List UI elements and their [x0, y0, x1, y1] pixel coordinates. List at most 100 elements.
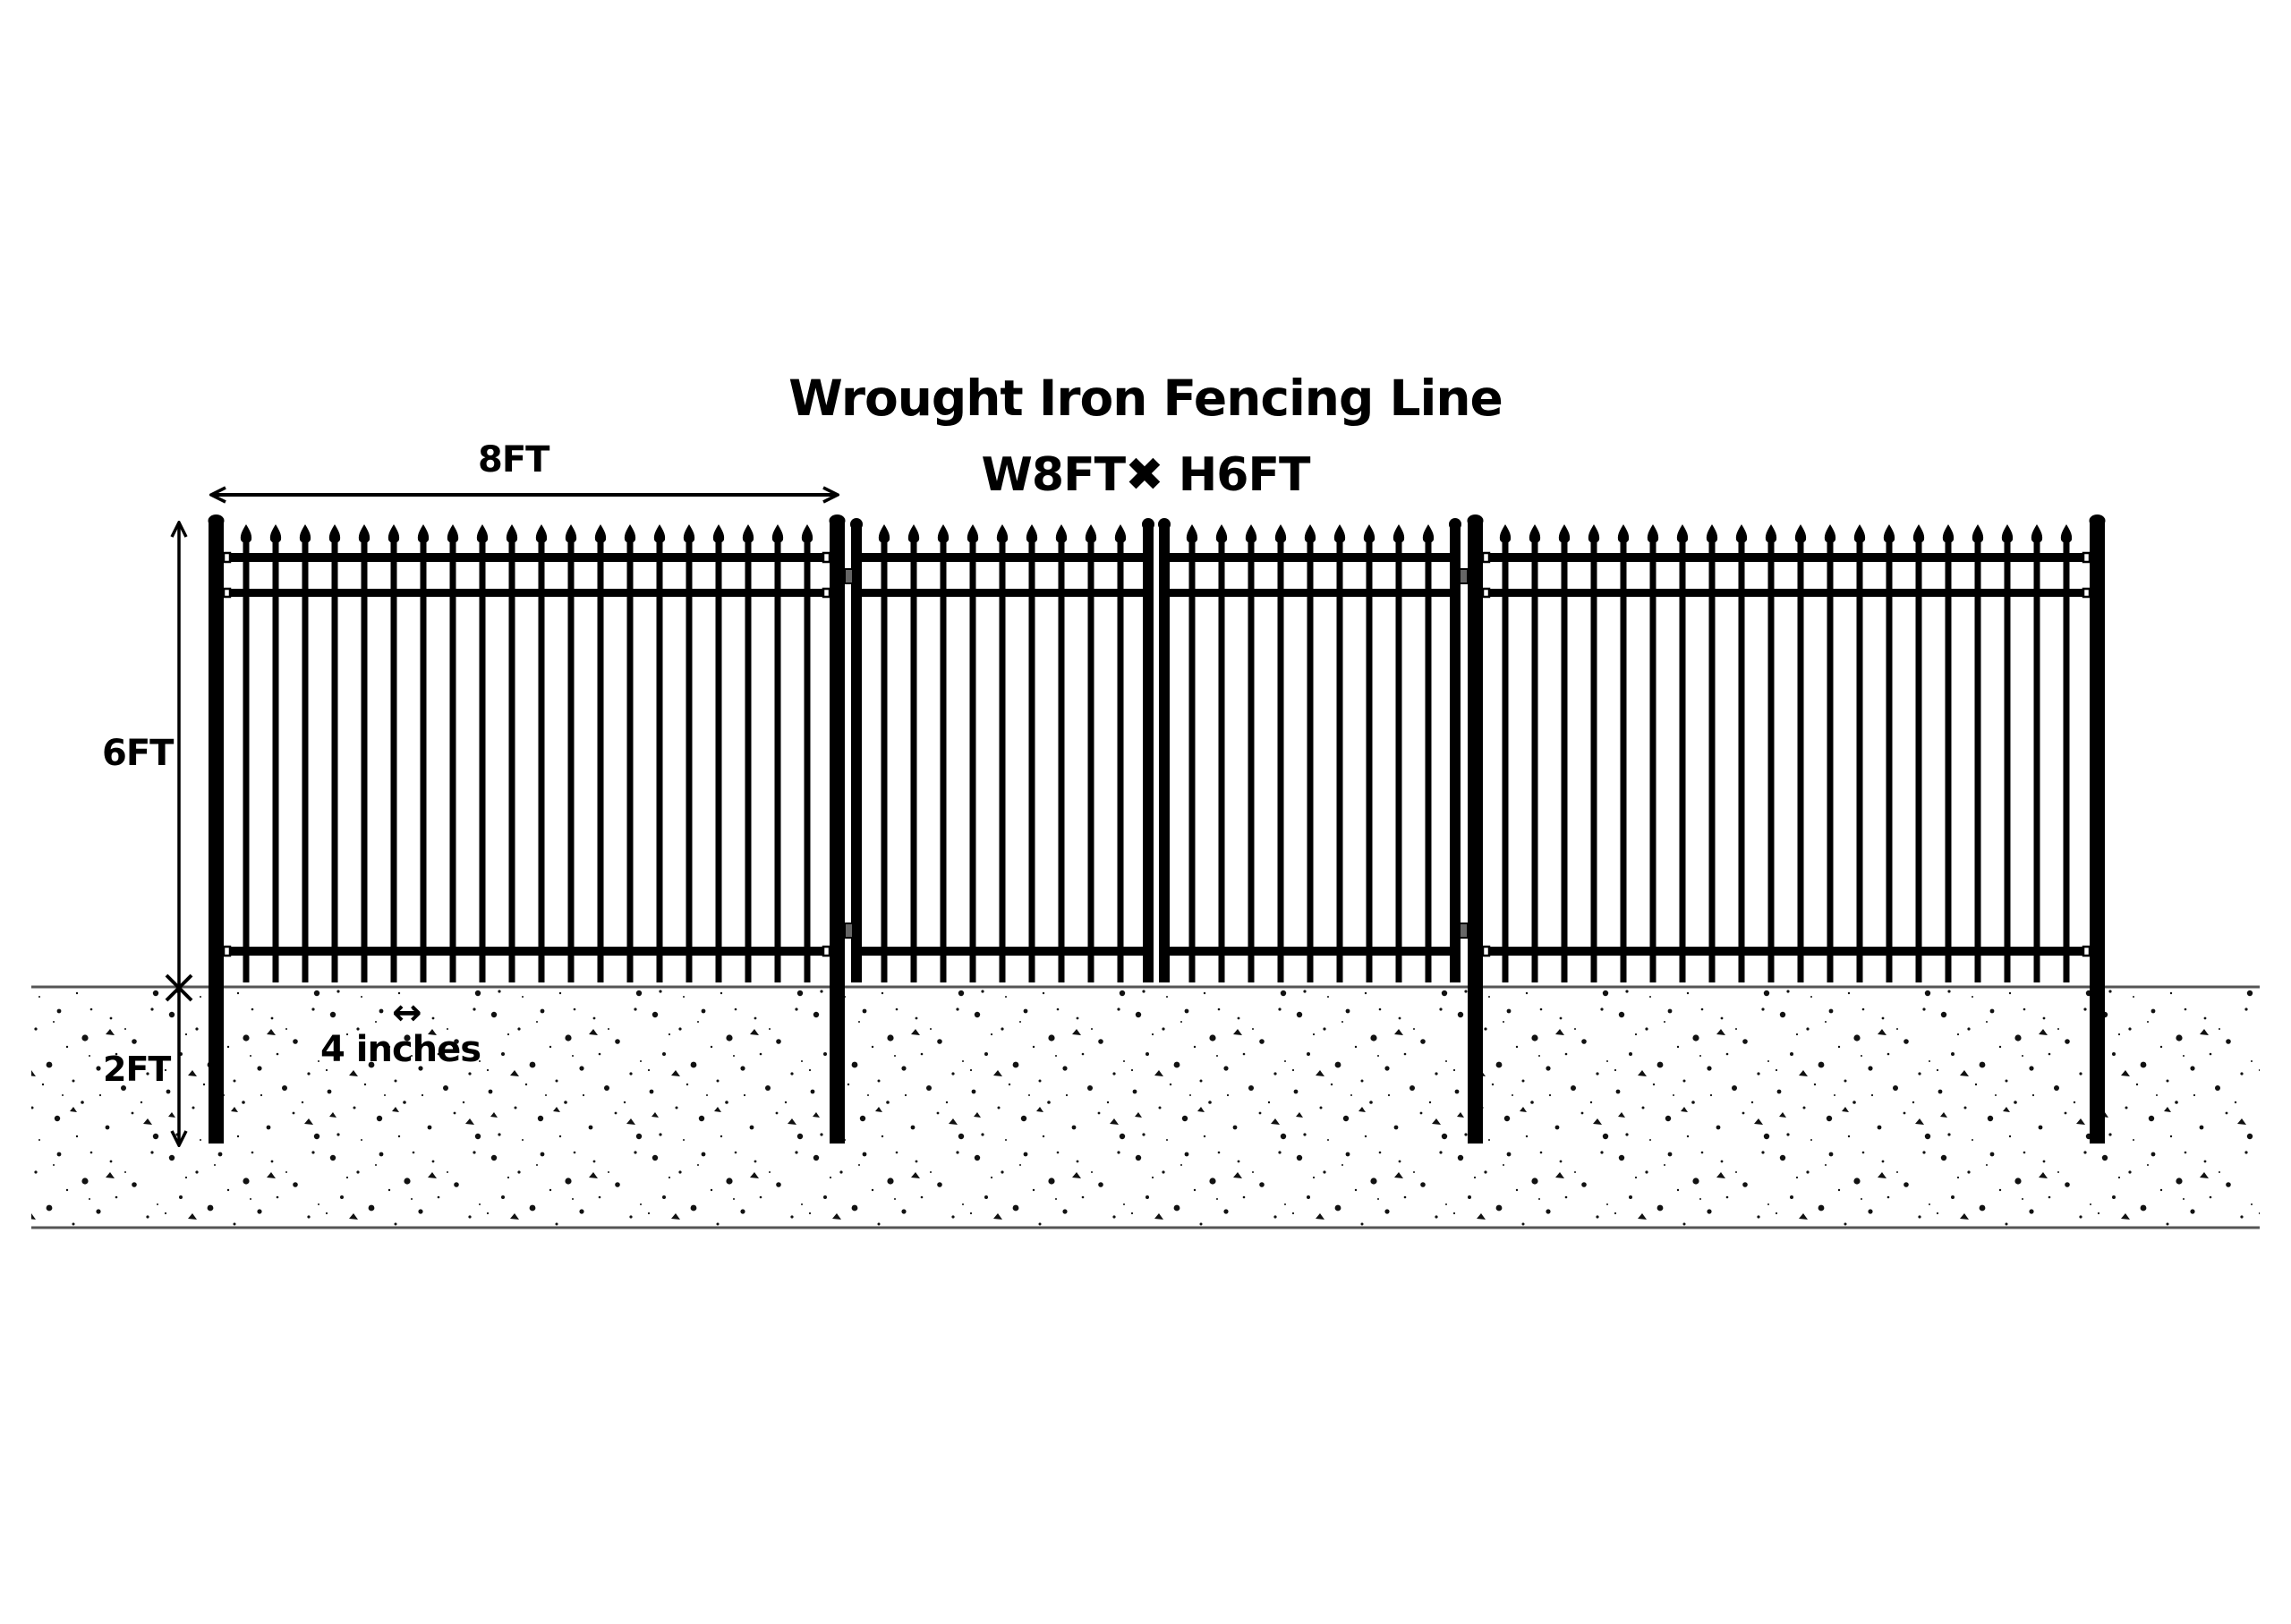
picket: [1886, 537, 1893, 982]
picket-spear-tip: [653, 524, 666, 543]
picket-spear-tip: [1422, 524, 1435, 543]
post-depth-label: 2FT: [103, 1050, 171, 1089]
picket: [2004, 537, 2011, 982]
picket: [1117, 537, 1124, 982]
picket-spear-tip: [624, 524, 636, 543]
picket: [686, 537, 693, 982]
picket-spear-tip: [1617, 524, 1630, 543]
picket-spear-tip: [1735, 524, 1748, 543]
picket: [361, 537, 368, 982]
picket-spear-tip: [1026, 524, 1038, 543]
picket-spear-tip: [240, 524, 252, 543]
picket-spear-tip: [506, 524, 518, 543]
picket-spear-tip: [1765, 524, 1777, 543]
picket: [1797, 537, 1804, 982]
picket: [331, 537, 338, 982]
post-1: [209, 521, 224, 1144]
picket-spear-tip: [328, 524, 341, 543]
picket: [804, 537, 811, 982]
pickets: [240, 524, 2073, 982]
diagram-title: Wrought Iron Fencing Line: [788, 370, 1503, 427]
picket: [774, 537, 781, 982]
picket-spear-tip: [1499, 524, 1512, 543]
picket-spear-tip: [2001, 524, 2014, 543]
picket: [1277, 537, 1284, 982]
picket-spear-tip: [683, 524, 695, 543]
picket-spear-tip: [1304, 524, 1316, 543]
picket-spear-tip: [1647, 524, 1659, 543]
picket-spear-tip: [1333, 524, 1346, 543]
picket: [449, 537, 456, 982]
picket: [1590, 537, 1597, 982]
height-label: 6FT: [102, 733, 174, 774]
picket-spear-tip: [535, 524, 548, 543]
picket: [1679, 537, 1686, 982]
picket-spear-tip: [1274, 524, 1287, 543]
gate-frames: [850, 518, 1461, 982]
picket-spear-tip: [1912, 524, 1925, 543]
picket: [1738, 537, 1745, 982]
picket-spear-tip: [771, 524, 784, 543]
picket-spear-tip: [1186, 524, 1198, 543]
picket: [567, 537, 575, 982]
picket-spear-tip: [1706, 524, 1718, 543]
picket: [1531, 537, 1538, 982]
picket-spear-tip: [2031, 524, 2043, 543]
picket: [1649, 537, 1657, 982]
picket-spear-tip: [1055, 524, 1068, 543]
picket: [2063, 537, 2070, 982]
picket: [2033, 537, 2040, 982]
picket: [597, 537, 604, 982]
picket: [1945, 537, 1952, 982]
picket: [1058, 537, 1065, 982]
picket-spear-tip: [476, 524, 489, 543]
picket: [272, 537, 279, 982]
picket: [1218, 537, 1225, 982]
picket-spear-tip: [565, 524, 577, 543]
picket-spear-tip: [1883, 524, 1895, 543]
picket-spacing-arrow-icon: ↔: [392, 992, 422, 1033]
rail-brackets: [222, 551, 2091, 957]
picket: [1188, 537, 1196, 982]
picket-spear-tip: [996, 524, 1009, 543]
picket: [538, 537, 545, 982]
picket: [656, 537, 663, 982]
diagram-subtitle: W8FT✖ H6FT: [981, 448, 1311, 502]
panel-width-label: 8FT: [478, 439, 549, 480]
picket-spear-tip: [594, 524, 607, 543]
picket: [508, 537, 515, 982]
picket-spear-tip: [1558, 524, 1571, 543]
picket: [910, 537, 917, 982]
picket-spear-tip: [1588, 524, 1600, 543]
picket: [1366, 537, 1373, 982]
picket-spear-tip: [1363, 524, 1375, 543]
picket: [1620, 537, 1627, 982]
post-2: [830, 521, 845, 1144]
picket: [1974, 537, 1981, 982]
picket: [1395, 537, 1402, 982]
picket-spear-tip: [1085, 524, 1097, 543]
picket: [1856, 537, 1863, 982]
picket: [1767, 537, 1775, 982]
picket: [1307, 537, 1314, 982]
ground-section: [31, 985, 2260, 1229]
picket-spear-tip: [1853, 524, 1866, 543]
picket: [1502, 537, 1509, 982]
picket: [1425, 537, 1432, 982]
picket: [1915, 537, 1922, 982]
picket: [1336, 537, 1343, 982]
picket-spear-tip: [1215, 524, 1228, 543]
picket-spear-tip: [1942, 524, 1955, 543]
post-3: [1468, 521, 1483, 1144]
picket-spear-tip: [1529, 524, 1541, 543]
picket: [1028, 537, 1035, 982]
picket-spear-tip: [1245, 524, 1257, 543]
picket-spear-tip: [712, 524, 725, 543]
picket-spear-tip: [1824, 524, 1836, 543]
gate-hinges: [844, 568, 1469, 939]
picket-spear-tip: [1676, 524, 1689, 543]
picket: [243, 537, 250, 982]
picket-spear-tip: [801, 524, 813, 543]
